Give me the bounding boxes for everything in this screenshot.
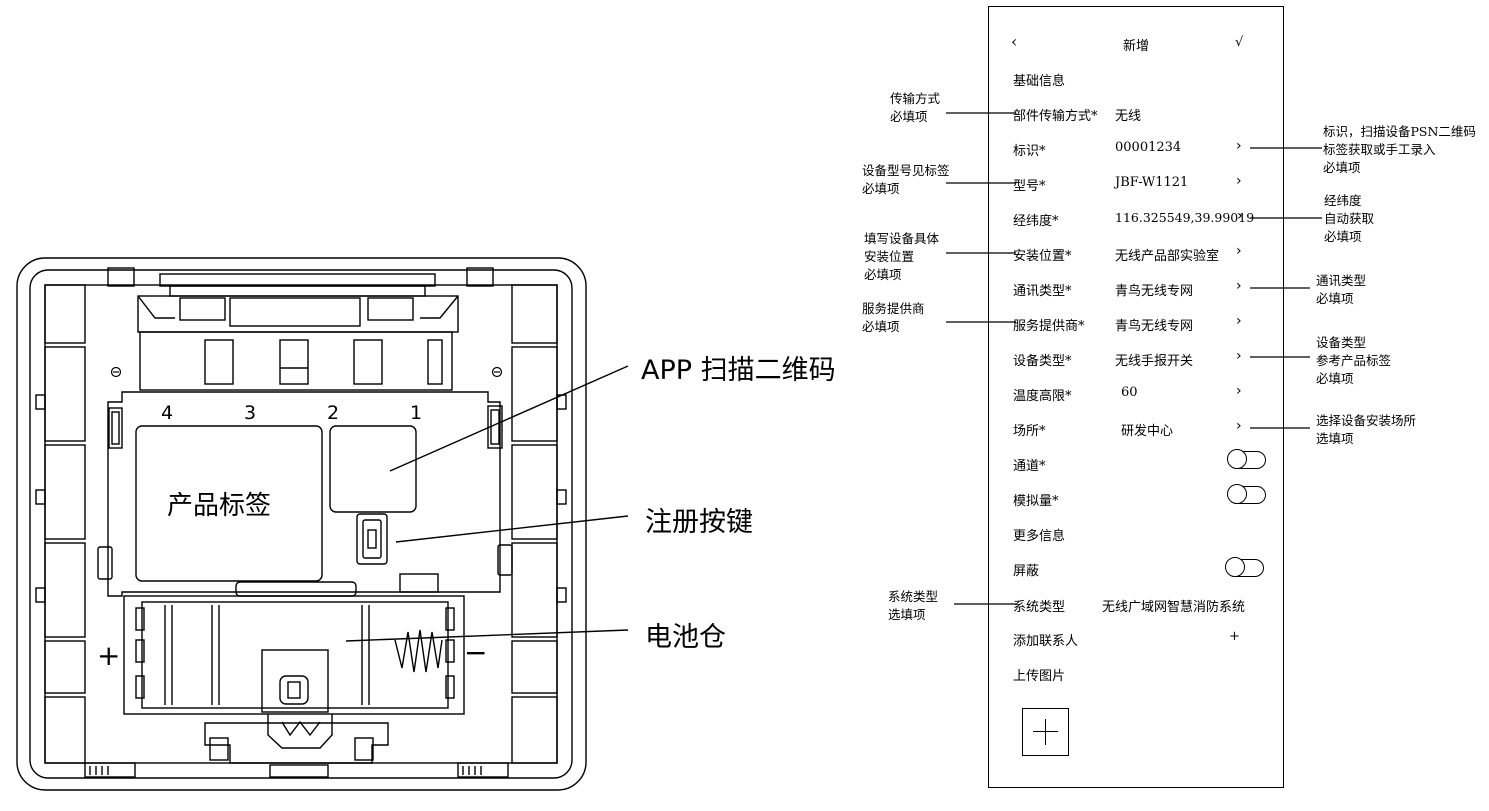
upload-image-label: 上传图片 bbox=[1013, 669, 1066, 684]
note-install-location: 填写设备具体 安装位置 必填项 bbox=[864, 231, 940, 282]
section-more-info: 更多信息 bbox=[1013, 529, 1066, 544]
chevron-right-icon: › bbox=[1236, 383, 1242, 399]
battery-contact bbox=[261, 649, 329, 713]
battery-plus-sign: + bbox=[97, 639, 120, 672]
field-value: JBF-W1121 bbox=[1115, 175, 1189, 190]
field-value: 无线广域网智慧消防系统 bbox=[1102, 600, 1246, 615]
right-rail bbox=[511, 284, 567, 764]
field-label: 型号* bbox=[1013, 179, 1046, 194]
mount-hole-left bbox=[110, 366, 122, 378]
button-leader bbox=[395, 515, 629, 543]
add-contact-label: 添加联系人 bbox=[1013, 634, 1079, 649]
field-label: 设备类型* bbox=[1013, 354, 1072, 369]
field-value: 青鸟无线专网 bbox=[1115, 319, 1194, 334]
field-label: 系统类型 bbox=[1013, 600, 1066, 615]
chevron-right-icon: › bbox=[1236, 278, 1242, 294]
app-screen bbox=[988, 6, 1284, 788]
chevron-right-icon: › bbox=[1236, 173, 1242, 189]
field-value: 无线手报开关 bbox=[1115, 354, 1194, 369]
shield-toggle[interactable] bbox=[1225, 557, 1264, 577]
terminal-number: 1 bbox=[410, 402, 422, 424]
note-coordinates: 经纬度 自动获取 必填项 bbox=[1324, 193, 1375, 244]
note-identifier: 标识，扫描设备PSN二维码 标签获取或手工录入 必填项 bbox=[1323, 124, 1476, 175]
left-latch bbox=[108, 407, 123, 449]
chevron-right-icon: › bbox=[1236, 418, 1242, 434]
section-basic-info: 基础信息 bbox=[1013, 74, 1066, 89]
left-rail bbox=[35, 284, 86, 764]
analog-toggle[interactable] bbox=[1227, 484, 1266, 504]
add-image-button[interactable] bbox=[1022, 708, 1069, 756]
housing-frame bbox=[44, 284, 558, 764]
battery-minus-sign: − bbox=[464, 636, 487, 669]
channel-toggle[interactable] bbox=[1227, 449, 1266, 469]
chevron-right-icon: › bbox=[1236, 313, 1242, 329]
terminal-number: 2 bbox=[327, 402, 339, 424]
field-label: 场所* bbox=[1013, 424, 1046, 439]
field-value: 无线产品部实验室 bbox=[1115, 249, 1220, 264]
qr-code-area bbox=[329, 425, 417, 513]
page-title: 新增 bbox=[1123, 39, 1150, 54]
note-comm-type: 通讯类型 必填项 bbox=[1316, 273, 1367, 306]
top-clips bbox=[107, 267, 494, 391]
spring bbox=[394, 629, 443, 673]
note-device-type: 设备类型 参考产品标签 必填项 bbox=[1316, 335, 1392, 386]
confirm-icon[interactable]: √ bbox=[1235, 35, 1244, 50]
product-label-box bbox=[135, 425, 323, 582]
note-transmission: 传输方式 必填项 bbox=[890, 91, 941, 124]
bottom-clip bbox=[204, 722, 389, 764]
field-label: 通讯类型* bbox=[1013, 284, 1072, 299]
qr-leader bbox=[389, 365, 629, 472]
mount-hole-right bbox=[491, 366, 503, 378]
terminal-number: 4 bbox=[161, 402, 173, 424]
field-label: 温度高限* bbox=[1013, 389, 1072, 404]
housing-outer bbox=[16, 257, 587, 791]
field-label: 部件传输方式* bbox=[1013, 109, 1098, 124]
callout-qr-scan: APP 扫描二维码 bbox=[641, 355, 836, 386]
chevron-right-icon: › bbox=[1236, 348, 1242, 364]
note-model: 设备型号见标签 必填项 bbox=[862, 163, 950, 196]
field-value: 研发中心 bbox=[1121, 424, 1174, 439]
field-value: 00001234 bbox=[1115, 140, 1182, 155]
note-service-provider: 服务提供商 必填项 bbox=[862, 301, 925, 334]
shield-label: 屏蔽 bbox=[1013, 564, 1040, 579]
field-value: 116.325549,39.99019 bbox=[1115, 210, 1255, 225]
note-system-type: 系统类型 选填项 bbox=[888, 589, 939, 622]
chevron-right-icon: › bbox=[1237, 208, 1243, 224]
field-value: 60 bbox=[1121, 385, 1138, 400]
add-contact-icon[interactable]: + bbox=[1229, 629, 1240, 644]
channel-label: 通道* bbox=[1013, 459, 1046, 474]
terminal-number: 3 bbox=[244, 402, 256, 424]
chevron-right-icon: › bbox=[1236, 138, 1242, 154]
back-icon[interactable]: ‹ bbox=[1011, 32, 1018, 51]
note-site: 选择设备安装场所 选填项 bbox=[1316, 413, 1417, 446]
field-label: 经纬度* bbox=[1013, 214, 1059, 229]
field-value: 无线 bbox=[1115, 109, 1142, 124]
field-label: 安装位置* bbox=[1013, 249, 1072, 264]
chevron-right-icon: › bbox=[1236, 243, 1242, 259]
housing-inner bbox=[29, 269, 573, 779]
battery-leader bbox=[345, 629, 629, 642]
module-outline bbox=[107, 391, 501, 597]
analog-label: 模拟量* bbox=[1013, 494, 1059, 509]
bottom-tab-right bbox=[457, 762, 509, 778]
callout-register-button: 注册按键 bbox=[645, 507, 753, 538]
product-label-text: 产品标签 bbox=[167, 491, 271, 521]
bottom-tab-left bbox=[84, 762, 136, 778]
callout-battery: 电池仓 bbox=[645, 622, 726, 653]
battery-compartment bbox=[123, 595, 465, 715]
field-value: 青鸟无线专网 bbox=[1115, 284, 1194, 299]
field-label: 服务提供商* bbox=[1013, 319, 1085, 334]
field-label: 标识* bbox=[1013, 144, 1046, 159]
register-button bbox=[356, 513, 388, 565]
